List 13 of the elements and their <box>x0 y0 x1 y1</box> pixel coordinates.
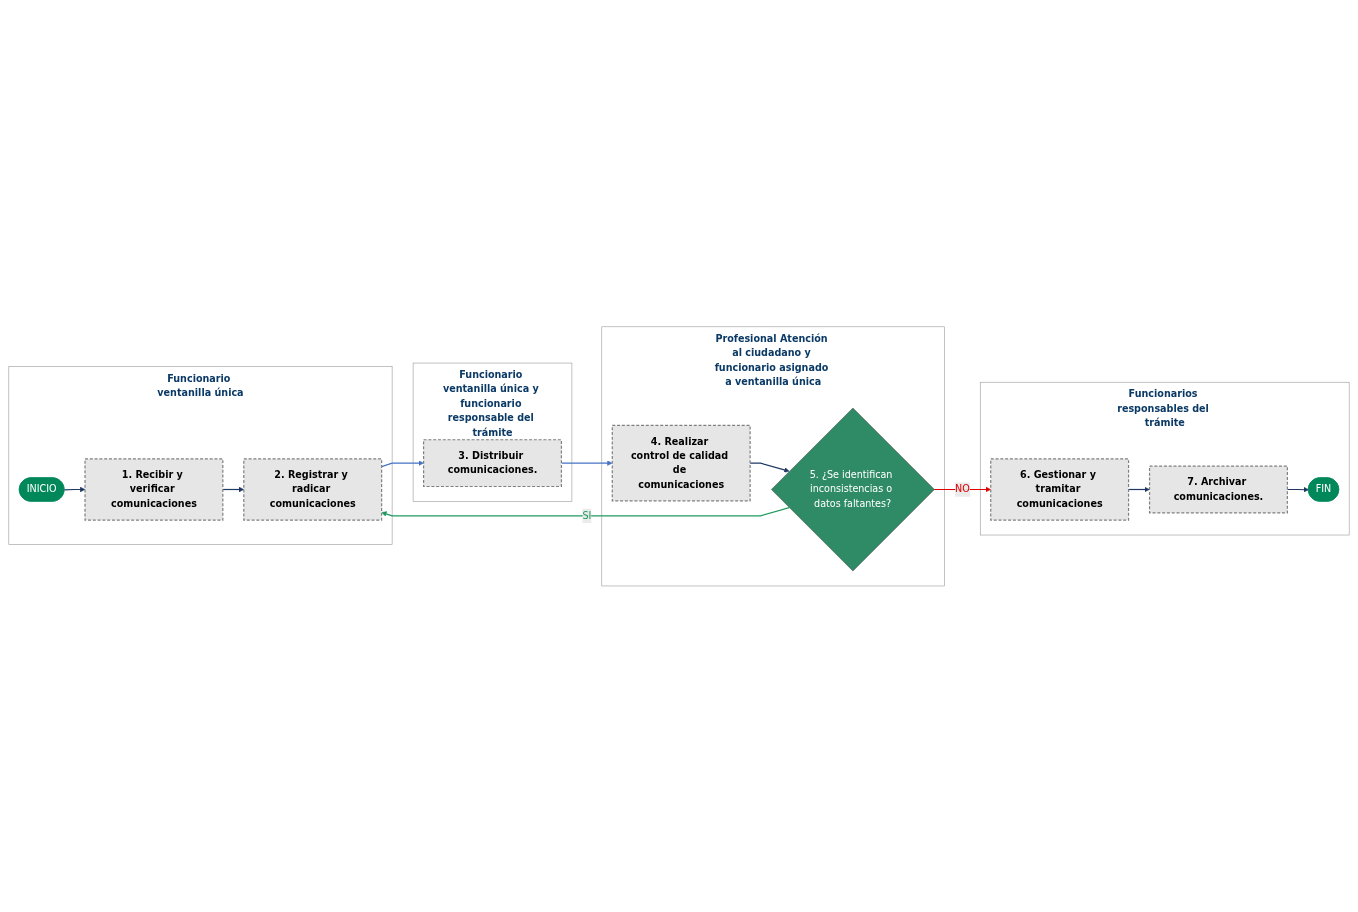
arrow <box>63 486 86 492</box>
node-box: 1. Recibir y verificar comunicaciones <box>84 457 224 521</box>
edge-label: SI <box>582 509 592 521</box>
node-box: 2. Registrar y radicar comunicaciones <box>243 457 383 521</box>
edge-label: NO <box>955 483 970 495</box>
node-box: 4. Realizar control de calidad de comunicaciones <box>611 424 751 502</box>
node-box: 7. Archivar comunicaciones. <box>1148 465 1288 514</box>
arrow <box>933 486 991 492</box>
arrow <box>381 506 790 517</box>
arrow <box>381 460 424 467</box>
node-box: 6. Gestionar y tramitar comunicaciones <box>990 457 1130 521</box>
node-box: 3. Distribuir comunicaciones. <box>423 438 562 487</box>
node-diamond: 5. ¿Se identifican inconsistencias o datos faltantes? <box>771 407 935 571</box>
